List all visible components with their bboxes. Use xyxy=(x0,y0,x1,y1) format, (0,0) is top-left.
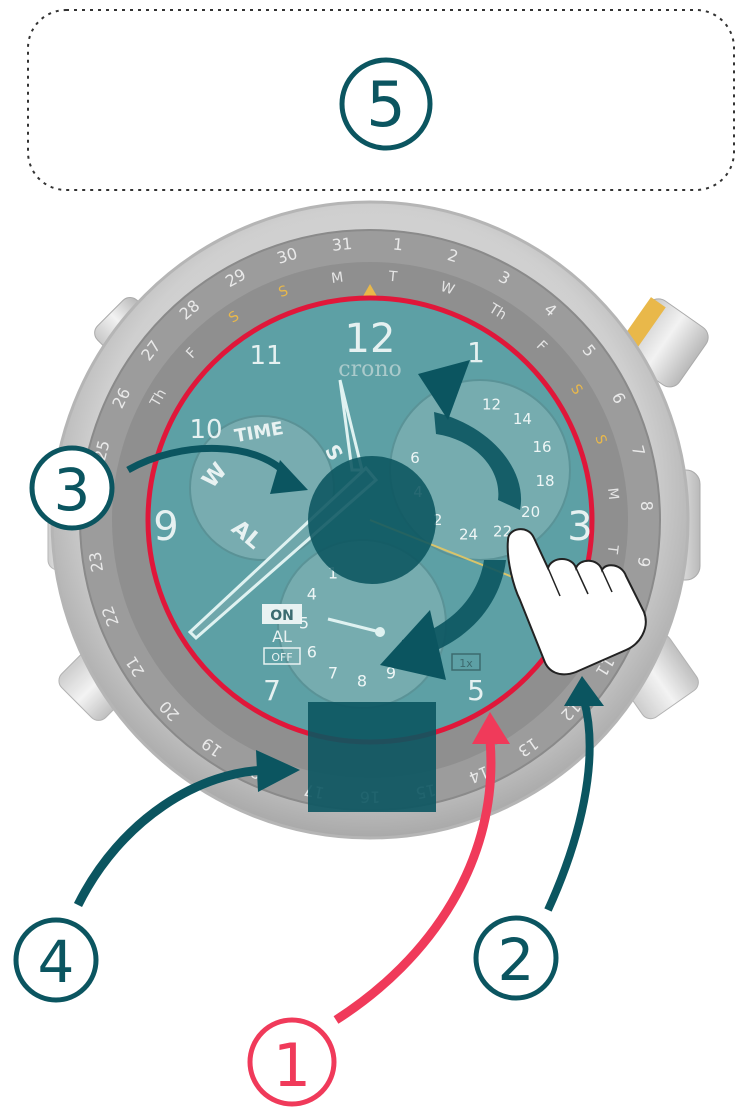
alarm-subdial-number: 8 xyxy=(357,672,367,691)
hour-7: 7 xyxy=(263,674,281,707)
alarm-off-label: OFF xyxy=(271,651,292,664)
callout-1-number: 1 xyxy=(273,1031,311,1101)
hour-11: 11 xyxy=(249,341,282,371)
alarm-al-label: AL xyxy=(272,627,292,646)
callout-4-number: 4 xyxy=(38,928,75,996)
outer-ring-number: 23 xyxy=(85,550,107,573)
right-subdial-number: 12 xyxy=(482,396,501,414)
hour-10: 10 xyxy=(189,415,222,445)
right-subdial-number: 18 xyxy=(535,472,554,490)
alarm-subdial-number: 4 xyxy=(307,585,317,604)
right-subdial-number: 24 xyxy=(459,526,478,544)
outer-ring-number: 31 xyxy=(331,234,353,255)
callout-5-box: 5 xyxy=(28,10,734,190)
right-subdial-number: 20 xyxy=(521,503,540,521)
right-subdial-number: 16 xyxy=(532,438,551,456)
right-subdial-number: 6 xyxy=(410,449,420,467)
callout-3-number: 3 xyxy=(54,456,91,524)
callout-5-number: 5 xyxy=(366,68,405,141)
outer-ring-number: 8 xyxy=(637,500,656,511)
day-ring-label: T xyxy=(387,269,398,286)
hour-3: 3 xyxy=(567,504,592,550)
callout-4: 4 xyxy=(16,920,96,1000)
crown-center-highlight xyxy=(308,456,436,584)
alarm-subdial-number: 7 xyxy=(328,664,338,683)
ring-badge: 1x xyxy=(459,657,473,670)
right-subdial-number: 14 xyxy=(513,410,532,428)
callout-1: 1 xyxy=(250,1020,334,1104)
callout-2-number: 2 xyxy=(498,926,535,994)
callout-3: 3 xyxy=(32,448,112,528)
callout-2: 2 xyxy=(476,918,556,998)
day-ring-label: M xyxy=(604,487,621,501)
hour-12: 12 xyxy=(345,316,396,362)
hour-5: 5 xyxy=(467,674,485,707)
outer-ring-number: 1 xyxy=(392,234,404,254)
alarm-subdial-number: 6 xyxy=(307,643,317,662)
day-ring-label: M xyxy=(330,269,344,286)
hour-9: 9 xyxy=(153,504,178,550)
bottom-square-highlight xyxy=(308,702,436,812)
hour-1: 1 xyxy=(467,336,485,369)
alarm-subdial-number: 5 xyxy=(299,614,309,633)
brand-logo: crono xyxy=(338,357,402,382)
alarm-on-label: ON xyxy=(270,608,294,624)
